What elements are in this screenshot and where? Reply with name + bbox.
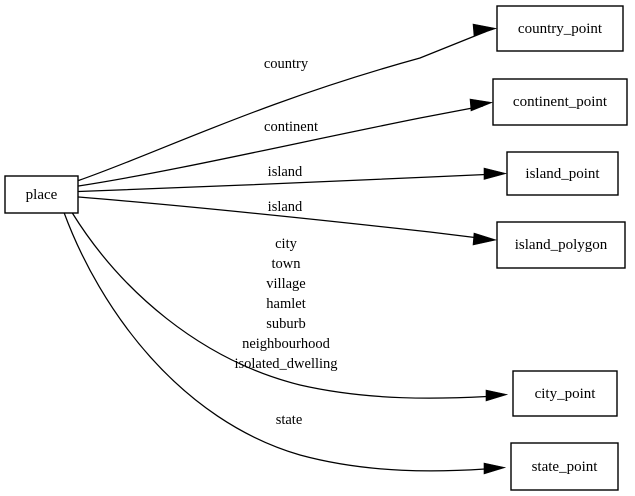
arrow-head-country [472, 23, 498, 37]
node-island-polygon[interactable]: island_polygon [496, 221, 626, 269]
node-state-point[interactable]: state_point [510, 442, 619, 491]
edge-label-island-polygon: island [268, 199, 303, 215]
node-place[interactable]: place [4, 175, 79, 214]
edge-path-continent [78, 105, 484, 187]
nodes-layer: place country_point continent_point isla… [4, 5, 628, 491]
edge-path-island-point [78, 173, 498, 193]
edge-label-neighbourhood: neighbourhood [242, 336, 331, 352]
node-city-point-box [512, 370, 618, 417]
edge-label-isolated-dwelling: isolated_dwelling [234, 356, 337, 372]
edge-place-to-city-point[interactable] [71, 212, 509, 402]
node-place-box [4, 175, 79, 214]
node-place-label: place [26, 187, 58, 203]
node-country-point-box [496, 5, 624, 52]
edge-path-state [63, 212, 486, 472]
edge-path-city [71, 212, 488, 399]
node-island-point-box [506, 151, 619, 196]
node-island-polygon-label: island_polygon [515, 237, 608, 253]
node-state-point-box [510, 442, 619, 491]
edge-label-city: city [275, 236, 297, 252]
edge-label-continent: continent [264, 119, 318, 135]
edge-path-country [78, 30, 487, 182]
node-continent-point-label: continent_point [513, 94, 608, 110]
edge-label-island-point: island [268, 164, 303, 180]
arrow-head-city [485, 389, 509, 402]
node-island-point[interactable]: island_point [506, 151, 619, 196]
edge-label-city-block: city town village hamlet suburb neighbou… [234, 236, 337, 372]
edge-place-to-continent-point[interactable] [78, 98, 494, 187]
node-continent-point[interactable]: continent_point [492, 78, 628, 126]
edge-label-country: country [264, 56, 309, 72]
edge-label-suburb: suburb [266, 316, 305, 332]
arrow-head-island-polygon [472, 232, 498, 246]
arrow-head-state [483, 462, 507, 475]
edge-place-to-state-point[interactable] [63, 212, 507, 475]
edge-label-hamlet: hamlet [266, 296, 305, 312]
edge-label-state: state [276, 412, 303, 428]
edges-layer [63, 23, 509, 475]
edge-path-island-polygon [78, 196, 488, 240]
edge-place-to-country-point[interactable] [78, 23, 498, 182]
edge-place-to-island-point[interactable] [78, 167, 508, 193]
node-city-point-label: city_point [535, 386, 597, 402]
node-country-point[interactable]: country_point [496, 5, 624, 52]
node-island-point-label: island_point [525, 166, 600, 182]
edge-place-to-island-polygon[interactable] [78, 196, 498, 246]
edge-label-village: village [266, 276, 305, 292]
edge-labels-layer: country continent island island city tow… [234, 56, 337, 428]
node-country-point-label: country_point [518, 21, 603, 37]
arrow-head-island-point [483, 167, 508, 180]
edge-label-town: town [272, 256, 302, 272]
arrow-head-continent [469, 98, 494, 112]
node-state-point-label: state_point [532, 459, 599, 475]
node-continent-point-box [492, 78, 628, 126]
node-island-polygon-box [496, 221, 626, 269]
node-city-point[interactable]: city_point [512, 370, 618, 417]
